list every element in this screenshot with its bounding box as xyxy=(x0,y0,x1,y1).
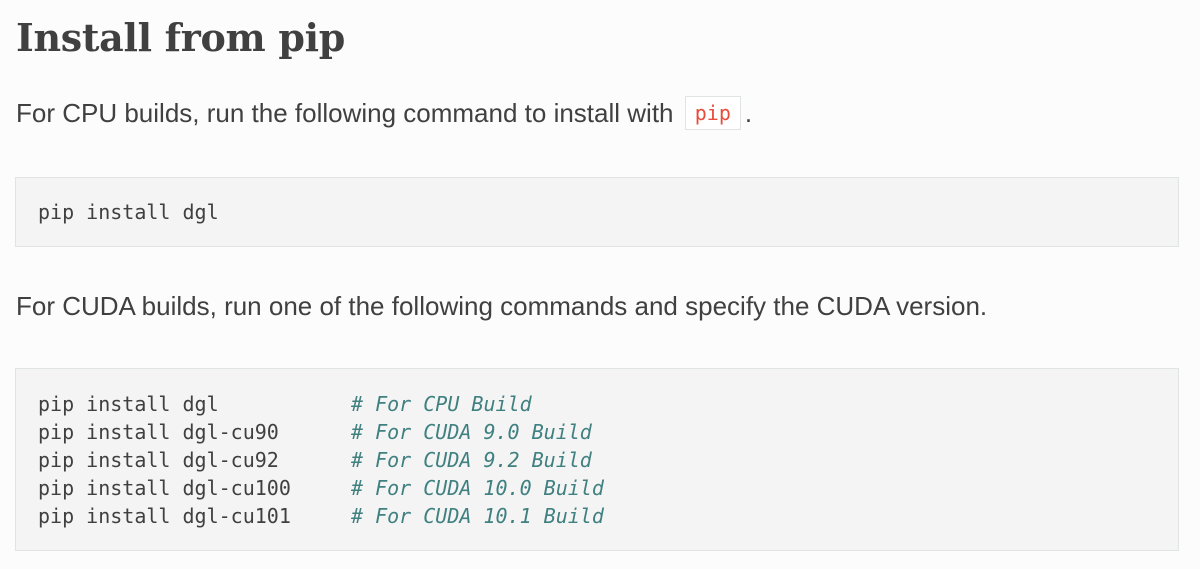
cpu-instructions-period: . xyxy=(744,98,753,128)
cuda-instructions: For CUDA builds, run one of the followin… xyxy=(16,291,988,321)
cpu-instructions: For CPU builds, run the following comman… xyxy=(16,95,752,131)
cpu-code-block[interactable]: pip install dgl xyxy=(15,177,1179,247)
code-comment: # For CUDA 10.1 Build xyxy=(351,504,604,528)
install-command[interactable]: pip install dgl-cu90 xyxy=(38,420,279,444)
code-comment: # For CUDA 9.2 Build xyxy=(351,448,592,472)
install-command[interactable]: pip install dgl-cu100 xyxy=(38,476,291,500)
pip-inline-code: pip xyxy=(684,96,741,130)
code-line: pip install dgl # For CPU Build xyxy=(38,390,1138,418)
install-command[interactable]: pip install dgl-cu92 xyxy=(38,448,279,472)
page-title: Install from pip xyxy=(16,15,345,60)
code-comment: # For CUDA 9.0 Build xyxy=(351,420,592,444)
cpu-install-command[interactable]: pip install dgl xyxy=(38,200,219,224)
cuda-code-block[interactable]: pip install dgl # For CPU Build pip inst… xyxy=(15,368,1179,551)
cpu-instructions-text: For CPU builds, run the following comman… xyxy=(16,98,681,128)
code-comment: # For CPU Build xyxy=(351,392,532,416)
install-command[interactable]: pip install dgl-cu101 xyxy=(38,504,291,528)
code-line: pip install dgl-cu92 # For CUDA 9.2 Buil… xyxy=(38,446,1138,474)
code-comment: # For CUDA 10.0 Build xyxy=(351,476,604,500)
code-line: pip install dgl-cu90 # For CUDA 9.0 Buil… xyxy=(38,418,1138,446)
code-line: pip install dgl-cu101 # For CUDA 10.1 Bu… xyxy=(38,502,1138,530)
install-command[interactable]: pip install dgl xyxy=(38,392,219,416)
code-line: pip install dgl-cu100 # For CUDA 10.0 Bu… xyxy=(38,474,1138,502)
